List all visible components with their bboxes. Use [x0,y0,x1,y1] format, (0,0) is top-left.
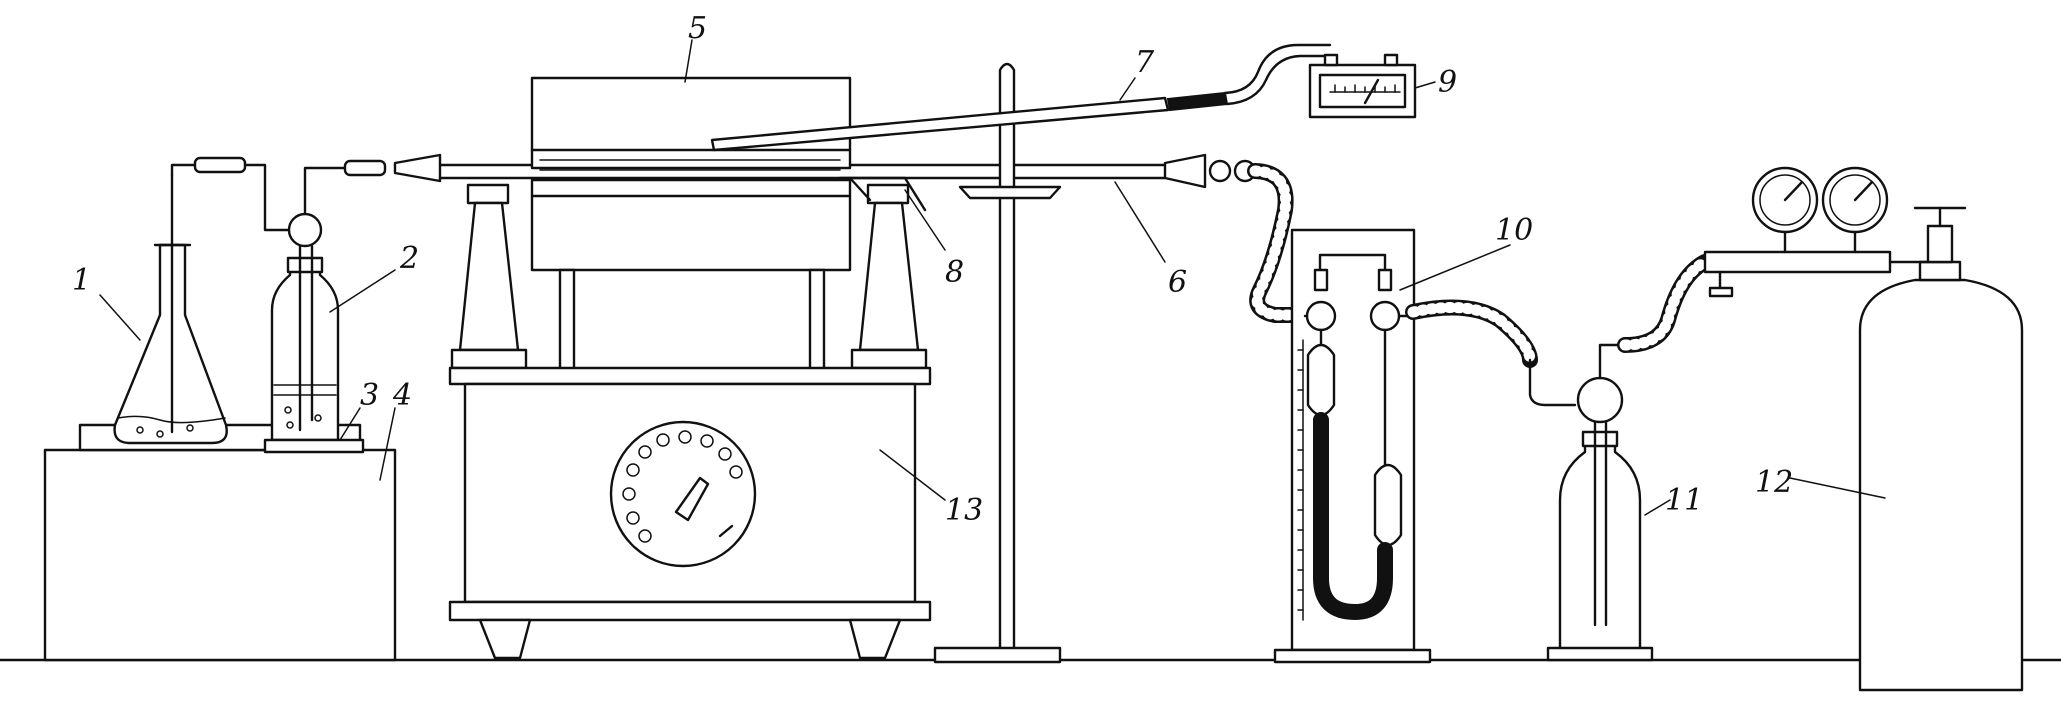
label-6: 6 [1168,265,1187,300]
label-4: 4 [392,378,412,413]
gas-cylinder [1858,206,2024,692]
erlenmeyer-flask [113,173,228,445]
label-3: 3 [360,378,379,413]
hose-to-cylinder [1617,254,1713,353]
stand-box [43,423,397,662]
part-labels: 1 2 3 4 5 6 7 8 9 10 11 12 13 [72,11,1793,528]
furnace-legs [450,183,928,372]
label-7: 7 [1135,45,1155,80]
bottle-stand [263,438,365,454]
connecting-tube-1 [170,156,292,232]
pressure-reducer [1703,166,1892,298]
support-bracket [838,176,927,212]
label-2: 2 [399,241,419,276]
label-10: 10 [1495,213,1533,248]
dial-pointer [674,476,710,522]
label-9: 9 [1438,65,1457,100]
label-8: 8 [945,255,964,290]
leader-lines [99,39,1886,516]
label-12: 12 [1755,465,1793,500]
millivoltmeter [1308,53,1417,119]
hose-to-bottle [1405,299,1577,407]
connecting-tube-2 [303,153,442,216]
label-5: 5 [688,11,707,46]
label-11: 11 [1665,483,1703,518]
label-13: 13 [945,493,983,528]
tube-furnace [530,76,852,272]
manometer [1273,228,1432,664]
thermocouple [710,43,1332,152]
retort-stand [933,62,1062,664]
wash-bottle [270,212,340,442]
label-1: 1 [72,263,91,298]
dial-marks [622,430,743,543]
hose-to-manometer [1247,163,1313,323]
gas-bottle [1546,343,1654,662]
control-cabinet [448,366,932,660]
dial-gauge [609,420,757,568]
